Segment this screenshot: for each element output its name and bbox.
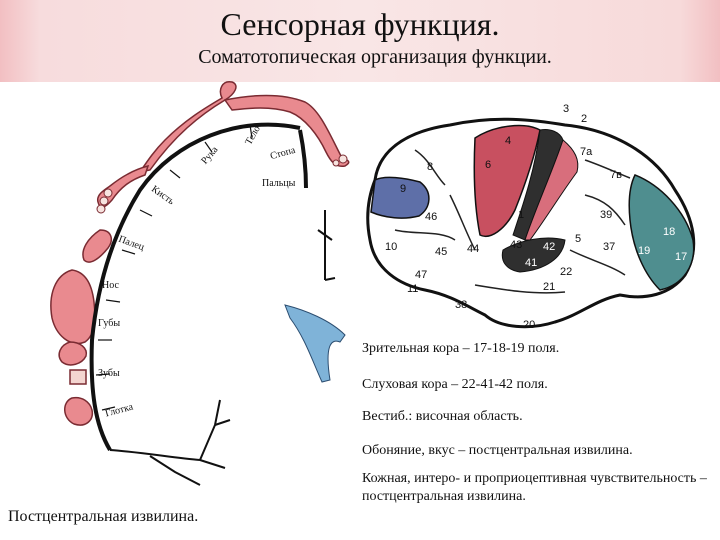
field-45: 45 (435, 246, 447, 258)
field-42: 42 (543, 241, 555, 253)
field-20: 20 (523, 319, 535, 331)
note-visual: Зрительная кора – 17-18-19 поля. (362, 341, 560, 356)
brain-fields-diagram: 3 2 4 6 7а 7в 8 9 46 45 44 47 10 11 1 43… (366, 103, 696, 331)
field-1: 1 (518, 209, 524, 221)
caption-postcentral: Постцентральная извилина. (8, 508, 199, 525)
field-44: 44 (467, 243, 479, 255)
field-7a: 7а (580, 146, 593, 158)
field-4: 4 (505, 135, 511, 147)
slide-title: Сенсорная функция. (220, 6, 500, 42)
note-somatosensory: Кожная, интеро- и проприоцептивная чувст… (362, 471, 707, 504)
label-zuby: Зубы (98, 368, 120, 379)
cortex-arc (89, 122, 301, 452)
field-5: 5 (575, 233, 581, 245)
field-9: 9 (400, 183, 406, 195)
label-guby: Губы (98, 318, 121, 329)
field-46: 46 (425, 211, 437, 223)
field-22: 22 (560, 266, 572, 278)
field-17: 17 (675, 251, 687, 263)
field-8: 8 (427, 161, 433, 173)
field-10: 10 (385, 241, 397, 253)
vestibular-shape (284, 304, 346, 383)
field-7v: 7в (610, 169, 622, 181)
slide-subtitle: Соматотопическая организация функции. (198, 46, 552, 68)
label-nos: Нос (102, 280, 119, 291)
field-3: 3 (563, 103, 569, 115)
field-11: 11 (407, 283, 418, 295)
field-21: 21 (543, 281, 555, 293)
field-41: 41 (525, 257, 537, 269)
field-47: 47 (415, 269, 427, 281)
homunculus-body (50, 81, 350, 426)
field-37: 37 (603, 241, 615, 253)
field-38: 38 (455, 299, 467, 311)
field-6: 6 (485, 159, 491, 171)
neuron-lines (109, 210, 336, 486)
field-43: 43 (510, 239, 522, 251)
note-olfaction-taste: Обоняние, вкус – постцентральная извилин… (362, 443, 633, 458)
note-vestibular: Вестиб.: височная область. (362, 409, 523, 424)
note-auditory: Слуховая кора – 22-41-42 поля. (362, 377, 548, 392)
fingers-detail (96, 154, 348, 214)
homunculus-diagram (50, 81, 350, 486)
arc-ticks (95, 124, 253, 411)
field-2: 2 (581, 113, 587, 125)
field-19: 19 (638, 245, 650, 257)
gyri-lines (394, 149, 631, 294)
field-39: 39 (600, 209, 612, 221)
cortex-inner-arc (298, 129, 308, 189)
label-paltsy: Пальцы (262, 178, 296, 189)
field-18: 18 (663, 226, 675, 238)
